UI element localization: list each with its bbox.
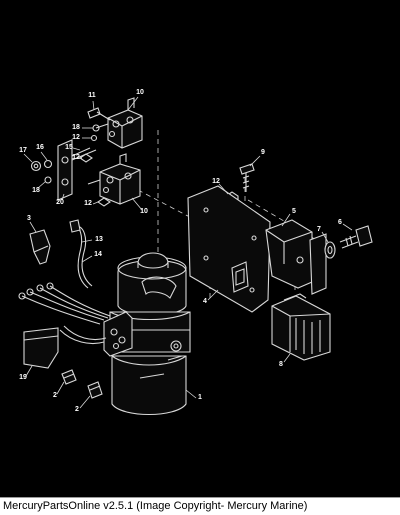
callout-2-upper: 2: [53, 392, 57, 399]
callout-19: 19: [19, 374, 27, 381]
bracket-5: [265, 219, 327, 295]
bolt-6: [339, 225, 373, 249]
callout-12-lower: 12: [84, 200, 92, 207]
exploded-view-drawing: [18, 96, 373, 416]
solenoid-upper: [95, 97, 143, 149]
washer-7: [324, 241, 336, 259]
callout-18-lower: 18: [32, 187, 40, 194]
callout-12-plate: 12: [212, 178, 220, 185]
wire-13: [69, 219, 93, 289]
callout-3: 3: [27, 215, 31, 222]
callout-18-upper: 18: [72, 124, 80, 131]
callout-14: 14: [94, 251, 102, 258]
callout-17: 17: [19, 147, 27, 154]
callout-leader-lines: [23, 96, 353, 409]
callout-13: 13: [95, 236, 103, 243]
screw-9: [239, 163, 255, 192]
fitting-2-upper: [61, 369, 77, 385]
callout-5: 5: [292, 208, 296, 215]
parts-diagram: 11 10 18 12 15 16 17 12 18 20 12 10 9 12…: [18, 89, 373, 416]
callout-12-upper: 12: [72, 134, 80, 141]
fitting-2-lower: [87, 381, 103, 399]
boot-3: [29, 229, 51, 265]
callout-7: 7: [317, 226, 321, 233]
mounting-plate: [187, 185, 271, 313]
callout-2-lower: 2: [75, 406, 79, 413]
hardware-left: [30, 107, 111, 207]
callout-1: 1: [198, 394, 202, 401]
footer-bar: MercuryPartsOnline v2.5.1 (Image Copyrig…: [0, 497, 400, 515]
cover-19: [23, 327, 59, 369]
callout-12-middle: 12: [72, 154, 80, 161]
solenoid-lower: [87, 153, 141, 205]
copyright-text: MercuryPartsOnline v2.5.1 (Image Copyrig…: [3, 500, 308, 512]
callout-9: 9: [261, 149, 265, 156]
callout-15: 15: [65, 144, 73, 151]
callout-20: 20: [56, 199, 64, 206]
callout-11: 11: [88, 92, 96, 99]
callout-10-upper: 10: [136, 89, 144, 96]
callout-16: 16: [36, 144, 44, 151]
wire-harness: [18, 282, 111, 345]
callout-8: 8: [279, 361, 283, 368]
callout-4: 4: [203, 298, 207, 305]
pump-motor-assembly: [103, 252, 191, 416]
callout-6: 6: [338, 219, 342, 226]
callout-10-lower: 10: [140, 208, 148, 215]
bracket-8: [271, 293, 331, 361]
